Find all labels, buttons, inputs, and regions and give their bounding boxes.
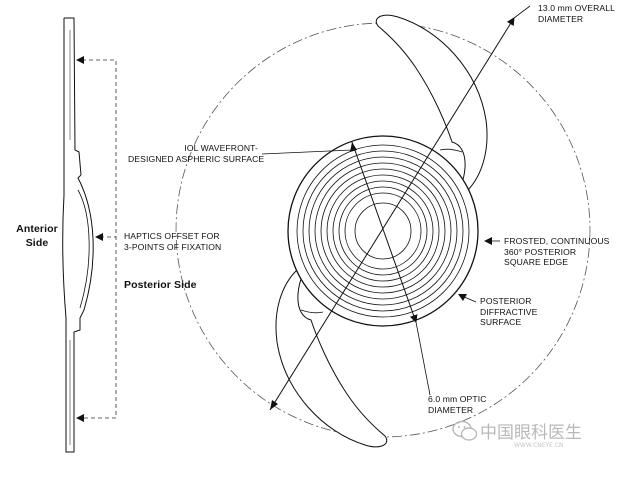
overall-diameter-line bbox=[269, 17, 515, 411]
optic bbox=[287, 135, 479, 327]
watermark-text: 中国眼科医生 bbox=[480, 423, 582, 443]
posterior-side-label: Posterior Side bbox=[124, 279, 197, 291]
anterior-side-label: Anterior Side bbox=[16, 223, 58, 249]
overall-diameter-label: 13.0 mm OVERALL DIAMETER bbox=[538, 3, 615, 24]
posterior-diffractive-label: POSTERIOR DIFFRACTIVE SURFACE bbox=[480, 296, 538, 327]
side-profile-lens bbox=[62, 17, 94, 453]
watermark: 中国眼科医生 WWW.CNEYE.CN bbox=[452, 418, 612, 458]
leader-lines bbox=[261, 5, 531, 396]
wechat-logo-icon bbox=[452, 420, 478, 441]
frosted-edge-label: FROSTED, CONTINUOUS 360° POSTERIOR SQUAR… bbox=[504, 236, 610, 267]
haptics-offset-arrowheads bbox=[76, 56, 103, 422]
optic-diameter-line bbox=[351, 141, 418, 323]
watermark-url: WWW.CNEYE.CN bbox=[514, 442, 564, 449]
leader-arrowheads bbox=[458, 237, 492, 301]
wavefront-surface-label: IOL WAVEFRONT- DESIGNED ASPHERIC SURFACE bbox=[128, 143, 265, 164]
optic-diameter-label: 6.0 mm OPTIC DIAMETER bbox=[428, 394, 487, 415]
haptics-offset-label: HAPTICS OFFSET FOR 3-POINTS OF FIXATION bbox=[124, 231, 222, 252]
